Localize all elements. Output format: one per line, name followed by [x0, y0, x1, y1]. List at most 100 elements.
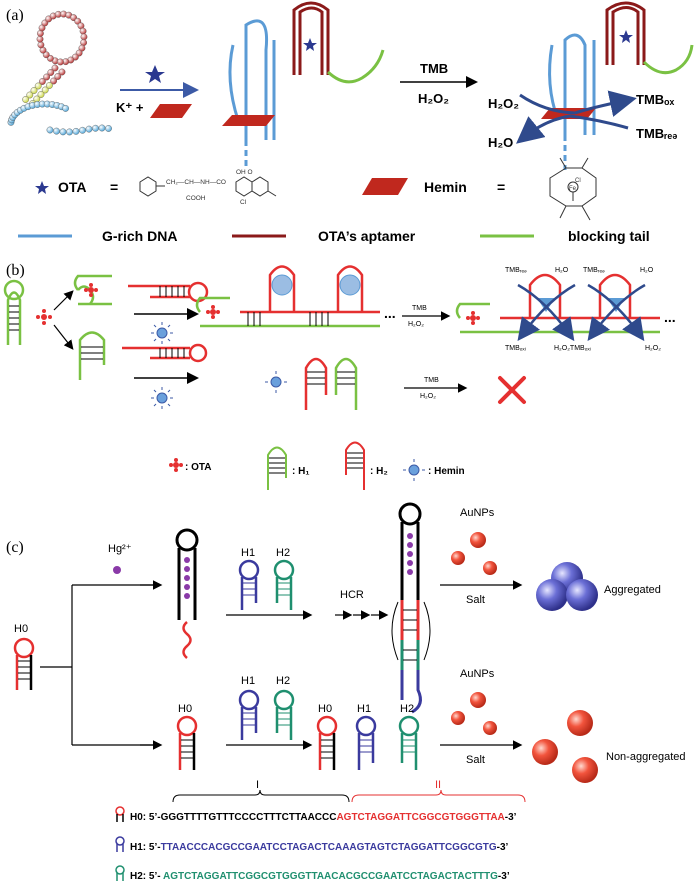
dispersed-aunps: [532, 710, 598, 783]
h1-hairpin-free: [334, 357, 358, 410]
seq-h1-icon: [115, 836, 125, 852]
hcr-long-product: [391, 502, 431, 714]
aunps-bot-label: AuNPs: [460, 668, 495, 680]
legend-b-ota-icon: [169, 458, 183, 472]
ota-struct-text-2: COOH: [186, 195, 206, 202]
h2o2-left-label: H₂O₂: [488, 96, 519, 111]
b-h2o2-top: H₂O₂: [408, 321, 424, 328]
ota-structure-icon: [139, 176, 277, 197]
equals-2: =: [497, 179, 505, 195]
panel-a: (a) K⁺ + TMB H₂O₂: [6, 1, 694, 244]
h2-hairpin-bot: [398, 715, 420, 770]
legend-b-h1: : H₁: [292, 466, 309, 477]
red-hairpin-lower: [122, 343, 208, 363]
hemin-symbol-b2: [151, 387, 173, 409]
h0-left-label: H0: [14, 623, 28, 635]
legend-ota-star-icon: [35, 181, 49, 194]
h2-mid-label: H2: [276, 675, 290, 687]
hemin-symbol-b1: [151, 322, 173, 344]
ota-symbol-b2: [84, 283, 98, 297]
ota-struct-text-4: Cl: [240, 199, 247, 206]
h2o-label: H₂O: [488, 135, 513, 150]
dots-2: ...: [664, 309, 676, 325]
h0-mid-label: H0: [178, 703, 192, 715]
non-aggregated-label: Non-aggregated: [606, 751, 686, 763]
h0-hairpin-mid: [176, 715, 198, 770]
h2-bot-label: H2: [400, 703, 414, 715]
b-tmboxi-1: TMBₒₓᵢ: [505, 345, 526, 352]
h0-hg-hairpin: [175, 528, 199, 659]
h1-hairpin-bot: [355, 715, 377, 770]
panel-b-label: (b): [6, 262, 25, 279]
legend-ota-label: OTA: [58, 179, 87, 195]
hemin-structure-icon: [549, 157, 597, 221]
aggregated-label: Aggregated: [604, 584, 661, 596]
hemin-icon: [150, 104, 192, 118]
h1-bot-label: H1: [357, 703, 371, 715]
dots-1: ...: [384, 305, 396, 321]
h2-hairpin-free: [304, 357, 328, 410]
ota-symbol-b3: [206, 305, 220, 319]
no-signal-x-icon: [498, 376, 526, 404]
gquad-structure-2: [516, 1, 694, 170]
initial-hairpin: [3, 279, 25, 345]
legend-blocking-label: blocking tail: [568, 228, 650, 244]
tmb-label: TMB: [420, 61, 448, 76]
b-h2o2-bottom: H₂O₂: [420, 393, 436, 400]
dna-bead-chain: [7, 10, 112, 136]
legend-grich-label: G-rich DNA: [102, 228, 177, 244]
h0-hairpin-bot: [316, 715, 338, 770]
hg-ion-icon: [113, 566, 121, 574]
panel-c-label: (c): [6, 539, 24, 556]
gquad-structure-1: [222, 1, 385, 170]
hcr-label: HCR: [340, 589, 364, 601]
seq-h0-icon: [115, 806, 125, 822]
b-h2o2-mid: H₂O₂TMBₒₓᵢ: [554, 345, 591, 352]
h0-bot-label: H0: [318, 703, 332, 715]
seq-h0: H0: 5’-GGGTTTTGTTTCCCCTTTCTTAACCCAGTCTAG…: [130, 812, 517, 823]
catalytic-chain: [455, 273, 660, 342]
legend-hemin-icon: [362, 178, 408, 195]
salt-top-label: Salt: [466, 594, 485, 606]
tmb-red-label: TMBᵣₑₔ: [636, 126, 677, 141]
hemin-struct-cl: Cl: [575, 178, 581, 184]
legend-b-h2-icon: [345, 441, 365, 490]
bracket-II-label: II: [435, 779, 441, 791]
ota-struct-text-1: CH₂—CH—NH—CO: [166, 179, 226, 186]
bracket-II: [351, 789, 526, 803]
aggregated-aunps: [536, 562, 598, 611]
salt-bot-label: Salt: [466, 754, 485, 766]
hg-label: Hg²⁺: [108, 543, 132, 555]
panel-a-label: (a): [6, 7, 24, 24]
hemin-symbol-b3: [265, 371, 287, 393]
k-plus-label: K⁺ +: [116, 100, 144, 115]
aunp-group-top: [451, 532, 497, 575]
b-h2o2-right: H₂O₂: [645, 345, 661, 352]
aunp-group-bot: [451, 692, 497, 735]
h0-hairpin-left: [13, 637, 35, 690]
legend-aptamer-label: OTA’s aptamer: [318, 228, 416, 244]
bracket-I-label: I: [256, 779, 259, 791]
b-h2o-1: H₂O: [555, 267, 569, 274]
h1-mid-label: H1: [241, 675, 255, 687]
bracket-I: [172, 789, 350, 803]
legend-b-hemin-icon: [403, 459, 425, 481]
seq-h2-icon: [115, 865, 125, 881]
ota-star-icon: [145, 65, 165, 83]
legend-b-hemin: : Hemin: [428, 466, 465, 477]
ota-struct-text-3: OH O: [236, 169, 253, 176]
h2o2-label: H₂O₂: [418, 91, 449, 106]
h2-hairpin-mid: [273, 689, 295, 740]
ota-symbol-b4: [466, 311, 480, 325]
aunps-top-label: AuNPs: [460, 507, 495, 519]
ota-symbol-b1: [36, 309, 52, 325]
hemin-struct-fe: Fe: [569, 186, 577, 192]
h2-top-label: H2: [276, 547, 290, 559]
tmb-ox-label: TMBₒₓ: [636, 92, 674, 107]
h1-hairpin-top: [238, 559, 260, 610]
hcr-product-chain: [195, 265, 380, 328]
green-hairpin-lower: [78, 331, 106, 380]
b-tmb-top: TMB: [412, 305, 427, 312]
legend-b-h1-icon: [267, 446, 287, 490]
